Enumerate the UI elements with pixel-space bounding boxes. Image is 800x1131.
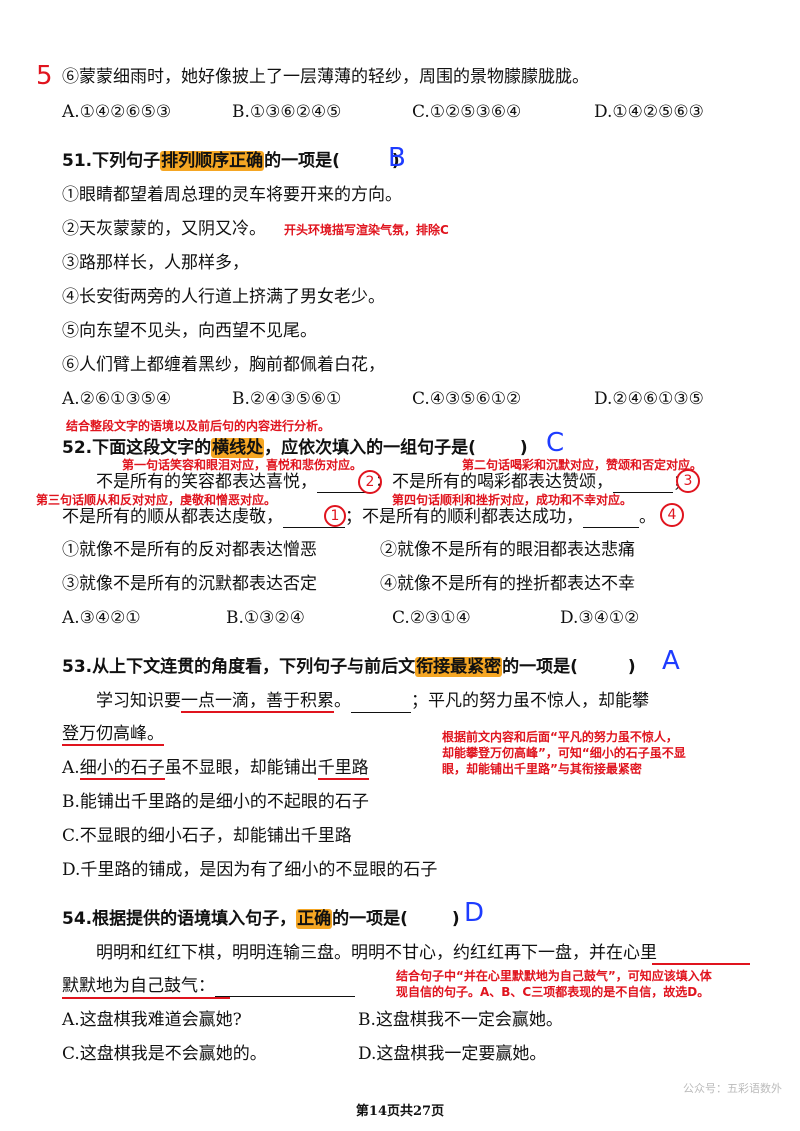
q51-option-c: C.④③⑤⑥①② <box>412 389 522 409</box>
q53-text-line1: 学习知识要一点一滴，善于积累。；平凡的努力虽不惊人，却能攀 <box>96 691 649 713</box>
fill-mark-1: 2 <box>358 470 382 494</box>
q54-title: 54.根据提供的语境填入句子，正确的一项是() <box>62 909 460 929</box>
q51-option-d: D.②④⑥①③⑤ <box>594 389 704 409</box>
q53-title: 53.从上下文连贯的角度看，下列句子与前后文衔接最紧密的一项是() <box>62 657 636 677</box>
q52-note-4: 第四句话顺利和挫折对应，成功和不幸对应。 <box>392 493 633 507</box>
fill-mark-3: 1 <box>324 505 346 527</box>
q52-option-d: D.③④①② <box>560 608 640 628</box>
q51-item-5: ⑤向东望不见头，向西望不见尾。 <box>62 321 317 341</box>
blank-2 <box>613 474 673 493</box>
q54-note: 结合句子中“并在心里默默地为自己鼓气”，可知应该填入体现自信的句子。A、B、C三… <box>396 969 712 999</box>
q52-note-1: 第一句话笑容和眼泪对应，喜悦和悲伤对应。 <box>122 458 363 472</box>
q53-note: 根据前文内容和后面“平凡的努力虽不惊人，却能攀登万仞高峰”，可知“细小的石子虽不… <box>442 730 686 776</box>
q53-text-line2: 登万仞高峰。 <box>62 724 164 746</box>
q52-choice-2: ②就像不是所有的眼泪都表达悲痛 <box>380 540 635 560</box>
q53-option-c: C.不显眼的细小石子，却能铺出千里路 <box>62 826 352 846</box>
q54-option-a: A.这盘棋我难道会赢她? <box>62 1010 242 1030</box>
blank-1 <box>317 474 375 493</box>
q52-choice-4: ④就像不是所有的挫折都表达不幸 <box>380 574 635 594</box>
q54-option-b: B.这盘棋我不一定会赢她。 <box>358 1010 563 1030</box>
q51-item-1: ①眼睛都望着周总理的灵车将要开来的方向。 <box>62 185 402 205</box>
q52-note-2: 第二句话喝彩和沉默对应，赞颂和否定对应。 <box>462 458 703 472</box>
q54-answer: D <box>464 898 485 928</box>
q51-note: 开头环境描写渲染气氛，排除C <box>284 223 449 237</box>
q52-answer: C <box>546 428 565 458</box>
fill-mark-4: 4 <box>660 503 684 527</box>
q52-option-b: B.①③②④ <box>226 608 305 628</box>
q53-answer: A <box>662 646 680 676</box>
q54-option-c: C.这盘棋我是不会赢她的。 <box>62 1044 267 1064</box>
prev-item-6: ⑥蒙蒙细雨时，她好像披上了一层薄薄的轻纱，周围的景物朦朦胧胧。 <box>62 67 589 87</box>
watermark: 公众号：五彩语数外 <box>683 1082 782 1095</box>
q54-underline-1 <box>652 963 750 965</box>
prev-option-a: A.①④②⑥⑤③ <box>62 102 172 122</box>
q53-option-a: A.细小的石子虽不显眼，却能铺出千里路 <box>62 758 369 780</box>
q51-option-b: B.②④③⑤⑥① <box>232 389 342 409</box>
q52-text-line1: 不是所有的笑容都表达喜悦，；不是所有的喝彩都表达赞颂，； <box>96 472 690 493</box>
q51-item-4: ④长安街两旁的人行道上挤满了男女老少。 <box>62 287 385 307</box>
q53-option-b: B.能铺出千里路的是细小的不起眼的石子 <box>62 792 369 812</box>
q54-option-d: D.这盘棋我一定要赢她。 <box>358 1044 547 1064</box>
q54-blank <box>215 978 355 997</box>
q54-text-line2: 默默地为自己鼓气： <box>62 975 355 997</box>
q54-text-line1: 明明和红红下棋，明明连输三盘。明明不甘心，约红红再下一盘，并在心里 <box>96 943 657 963</box>
q52-text-line2: 不是所有的顺从都表达虔敬，；不是所有的顺利都表达成功，。 <box>62 507 656 528</box>
q52-choice-1: ①就像不是所有的反对都表达憎恶 <box>62 540 317 560</box>
q52-option-c: C.②③①④ <box>392 608 471 628</box>
prev-option-c: C.①②⑤③⑥④ <box>412 102 522 122</box>
q51-option-a: A.②⑥①③⑤④ <box>62 389 172 409</box>
page-footer: 第14页共27页 <box>355 1104 445 1119</box>
q51-answer: B <box>388 143 406 173</box>
q51-item-3: ③路那样长，人那样多， <box>62 253 249 273</box>
q51-title: 51.下列句子排列顺序正确的一项是() <box>62 151 400 171</box>
q53-option-d: D.千里路的铺成，是因为有了细小的不显眼的石子 <box>62 860 438 880</box>
blank-4 <box>583 509 639 528</box>
prev-option-b: B.①③⑥②④⑤ <box>232 102 342 122</box>
blank-3 <box>283 509 345 528</box>
q52-title: 52.下面这段文字的横线处，应依次填入的一组句子是() <box>62 438 528 458</box>
fill-mark-2: 3 <box>676 469 700 493</box>
q54-underline-2 <box>62 997 230 999</box>
q52-intro-note: 结合整段文字的语境以及前后句的内容进行分析。 <box>66 419 331 433</box>
q53-blank <box>351 694 411 713</box>
q52-note-3: 第三句话顺从和反对对应，虔敬和憎恶对应。 <box>36 493 277 507</box>
prev-option-d: D.①④②⑤⑥③ <box>594 102 704 122</box>
q51-item-6: ⑥人们臂上都缠着黑纱，胸前都佩着白花， <box>62 355 385 375</box>
question-marker: 5 <box>36 61 53 91</box>
q51-item-2: ②天灰蒙蒙的，又阴又冷。 <box>62 219 266 239</box>
q52-choice-3: ③就像不是所有的沉默都表达否定 <box>62 574 317 594</box>
q52-option-a: A.③④②① <box>62 608 141 628</box>
